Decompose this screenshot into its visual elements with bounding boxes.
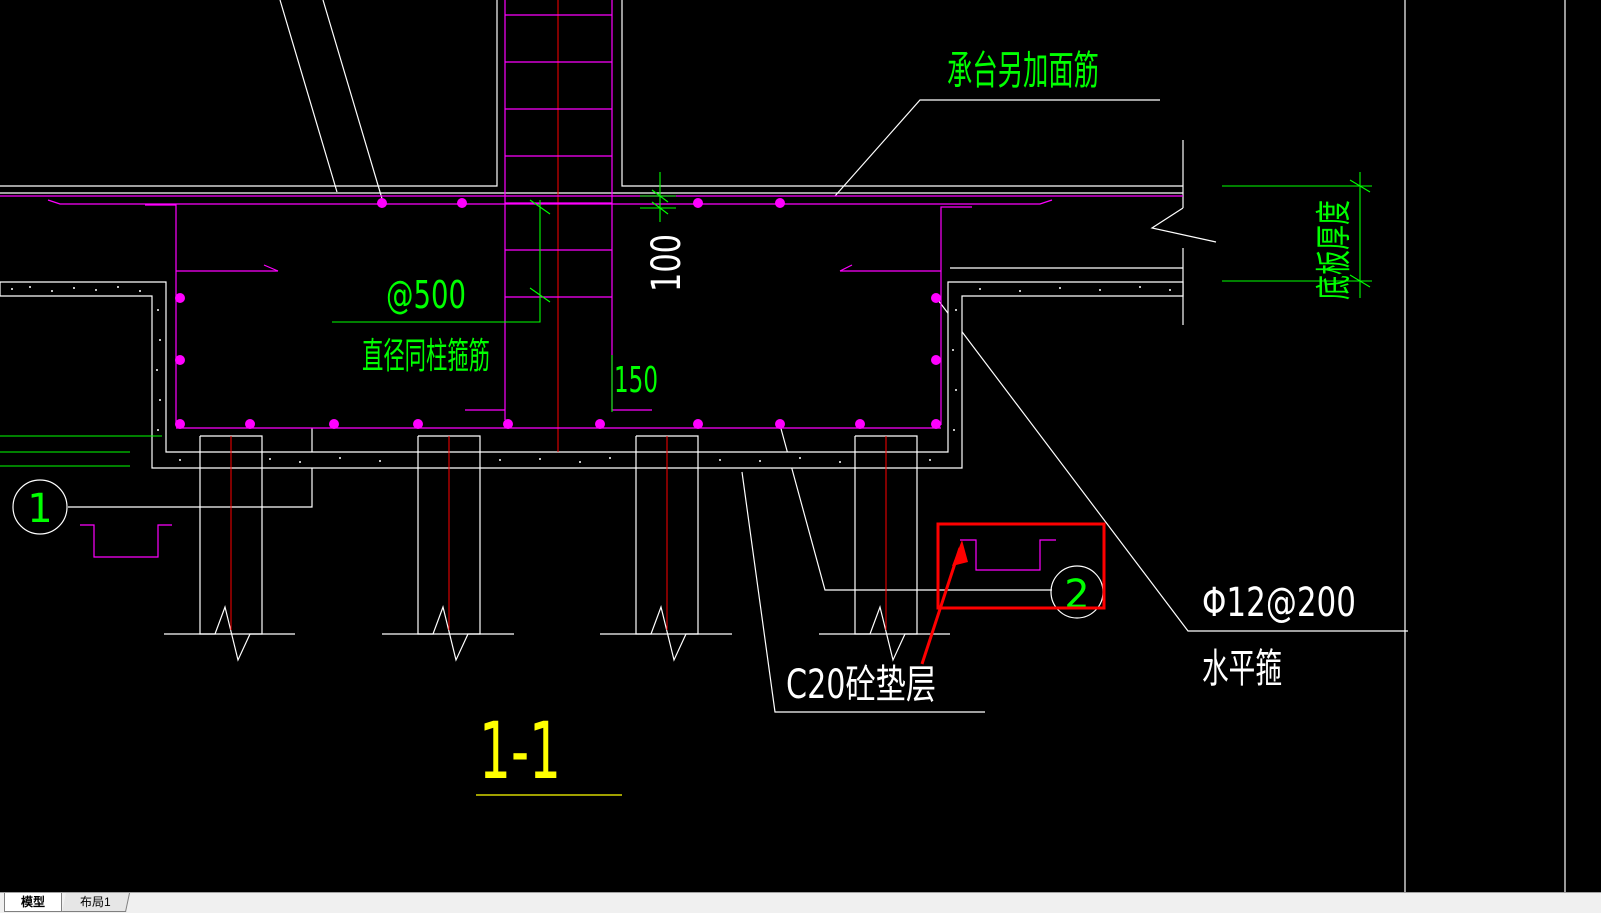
section-title-text: 1-1: [479, 707, 561, 797]
callout-2-label: 2: [1064, 572, 1089, 618]
section-title: 1-1: [476, 707, 622, 797]
rebar-layout: [0, 0, 1183, 429]
pile-4: [819, 435, 950, 662]
label-horizontal-stirrup: 水平箍: [1202, 646, 1282, 692]
pile-2: [382, 435, 514, 662]
pile-1: [164, 435, 295, 662]
tab-model[interactable]: 模型: [4, 893, 62, 912]
label-c20-cushion: C20砼垫层: [786, 662, 936, 708]
pile-3: [600, 435, 732, 662]
label-rebar-phi12-200: Φ12@200: [1202, 580, 1356, 626]
label-slab-thickness: 底板厚度: [1314, 200, 1355, 300]
c20-cushion-layer: [0, 281, 1184, 469]
pile-group: [164, 435, 950, 662]
structure-outline: [0, 0, 1566, 892]
rebar-dots: [175, 198, 941, 429]
label-cap-top-extra-rebar: 承台另加面筋: [947, 48, 1099, 94]
section-drawing-svg: 1 2 1-1 承台另加面筋 @500 直径同柱箍筋 100 150 底板厚度 …: [0, 0, 1566, 892]
highlight-annotation: [920, 522, 1106, 665]
callout-2: 2: [960, 539, 1104, 619]
layout-tab-bar: 模型 布局1: [0, 892, 1601, 913]
dimension-lines: [0, 172, 1372, 467]
tab-layout1-label: 布局1: [80, 895, 111, 909]
callout-1: 1: [12, 479, 172, 558]
tab-layout1[interactable]: 布局1: [61, 893, 131, 912]
cad-drawing-canvas[interactable]: 1 2 1-1 承台另加面筋 @500 直径同柱箍筋 100 150 底板厚度 …: [0, 0, 1601, 892]
label-dim-150: 150: [614, 360, 658, 401]
label-stirrup-same-dia: 直径同柱箍筋: [362, 336, 490, 377]
pile-axes: [230, 0, 887, 630]
callout-1-label: 1: [27, 486, 52, 532]
label-spacing-500: @500: [386, 273, 466, 317]
label-dim-100: 100: [644, 234, 690, 292]
